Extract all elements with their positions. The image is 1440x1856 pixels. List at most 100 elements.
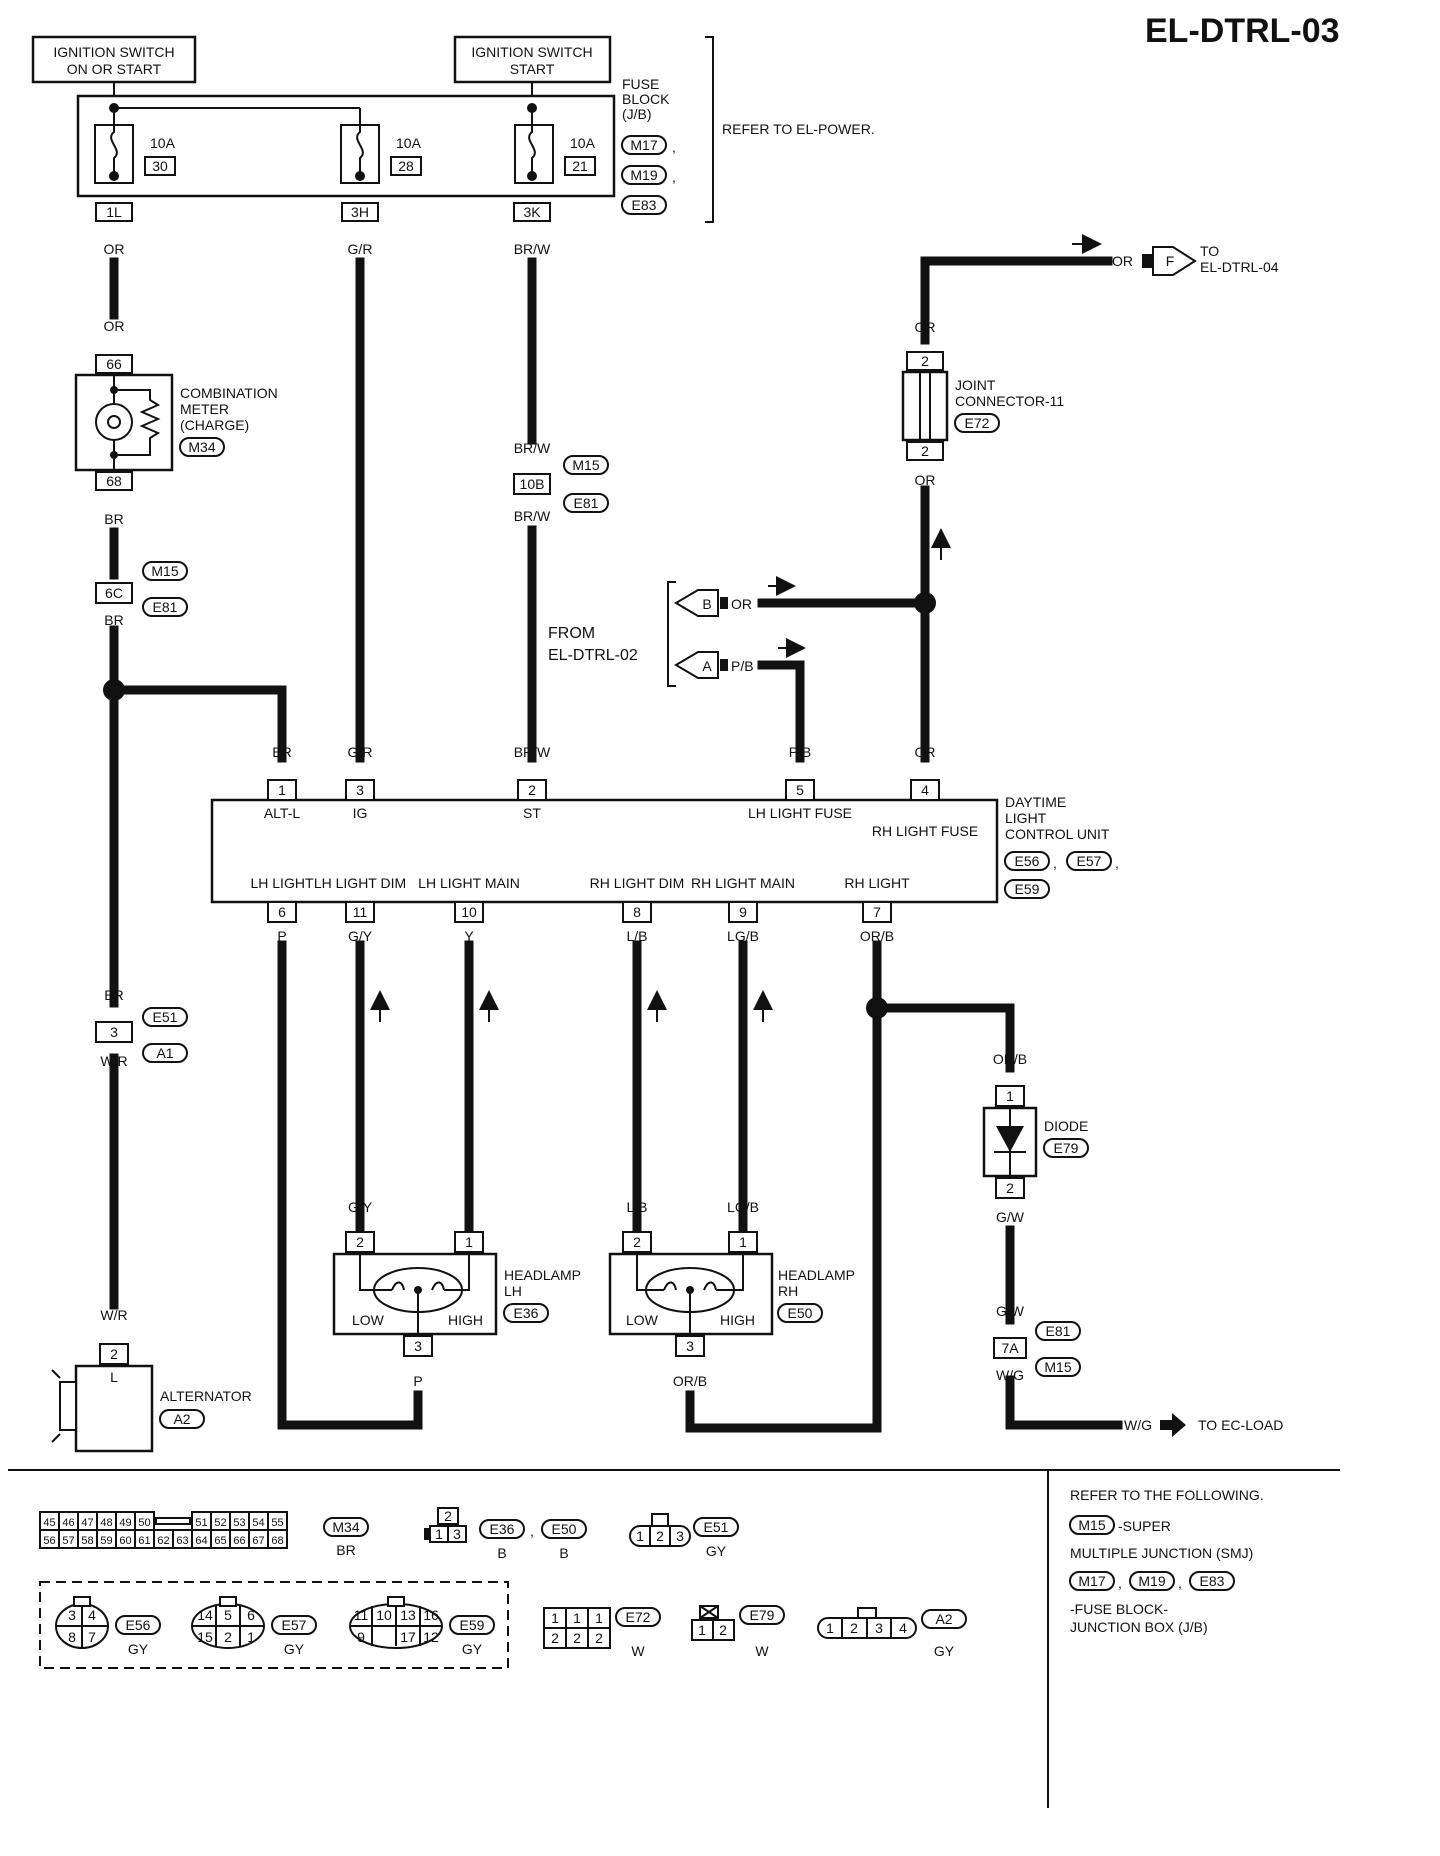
- svg-text:2: 2: [356, 1234, 364, 1250]
- svg-text:E72: E72: [965, 415, 990, 431]
- svg-text:2: 2: [224, 1629, 232, 1645]
- svg-text:B: B: [497, 1545, 506, 1561]
- svg-text:3: 3: [875, 1620, 883, 1636]
- svg-text:2: 2: [444, 1508, 452, 1524]
- refer-el-power: REFER TO EL-POWER.: [722, 121, 875, 137]
- m34-pin: 62: [157, 1535, 169, 1547]
- svg-text:W: W: [755, 1643, 769, 1659]
- svg-text:BR: BR: [104, 987, 123, 1003]
- svg-text:W/G: W/G: [1124, 1417, 1152, 1433]
- svg-text:E56: E56: [1015, 853, 1040, 869]
- ignition-switch-left: IGNITION SWITCH ON OR START: [31, 35, 197, 84]
- svg-text:M15: M15: [1078, 1517, 1105, 1533]
- m34-pin: 68: [271, 1535, 283, 1547]
- svg-text:1: 1: [636, 1528, 644, 1544]
- connector-7A: G/W 7A W/G E81 M15: [993, 1303, 1081, 1383]
- svg-text:IG: IG: [353, 805, 368, 821]
- svg-text:CONTROL UNIT: CONTROL UNIT: [1005, 826, 1110, 842]
- svg-text:RH LIGHT FUSE: RH LIGHT FUSE: [872, 823, 978, 839]
- svg-text:JOINT: JOINT: [955, 377, 996, 393]
- connector-face-e51: 1 2 3 E51 GY: [629, 1513, 739, 1559]
- svg-text:16: 16: [423, 1607, 439, 1623]
- svg-text:M15: M15: [151, 563, 178, 579]
- svg-text:HEADLAMP: HEADLAMP: [778, 1267, 855, 1283]
- svg-text:3: 3: [414, 1338, 422, 1354]
- svg-text:JUNCTION BOX (J/B): JUNCTION BOX (J/B): [1070, 1619, 1208, 1635]
- svg-text:1L: 1L: [106, 204, 122, 220]
- svg-text:,: ,: [1115, 855, 1119, 871]
- svg-text:P/B: P/B: [789, 744, 812, 760]
- dlcu-pin-10: LH LIGHT MAIN 10 Y: [418, 875, 520, 944]
- svg-text:E50: E50: [552, 1521, 577, 1537]
- svg-text:ON OR START: ON OR START: [67, 61, 162, 77]
- m34-pin: 57: [62, 1535, 74, 1547]
- svg-text:2: 2: [110, 1346, 118, 1362]
- m34-pin: 45: [43, 1517, 55, 1529]
- svg-text:W/R: W/R: [100, 1053, 127, 1069]
- svg-text:LG/B: LG/B: [727, 928, 759, 944]
- joint-connector-11: OR 2 2 OR JOINT CONNECTOR-11 E72: [901, 319, 1064, 488]
- svg-text:2: 2: [633, 1234, 641, 1250]
- svg-text:REFER TO THE FOLLOWING.: REFER TO THE FOLLOWING.: [1070, 1487, 1264, 1503]
- svg-text:2: 2: [595, 1630, 603, 1646]
- m34-pin: 67: [252, 1535, 264, 1547]
- connector-m34-label: M34 BR: [323, 1517, 369, 1558]
- to-el-dtrl-04: OR F TO EL-DTRL-04: [1072, 234, 1279, 276]
- svg-text:LH LIGHT FUSE: LH LIGHT FUSE: [748, 805, 852, 821]
- connector-face-e79: 1 2 E79 W: [691, 1605, 785, 1659]
- ignition-switch-right: IGNITION SWITCH START: [453, 35, 612, 84]
- svg-text:,: ,: [1178, 1575, 1182, 1591]
- svg-text:1: 1: [435, 1526, 443, 1542]
- svg-text:E72: E72: [626, 1609, 651, 1625]
- svg-text:HIGH: HIGH: [720, 1312, 755, 1328]
- svg-text:M17: M17: [630, 137, 657, 153]
- svg-text:E83: E83: [1200, 1573, 1225, 1589]
- svg-text:E51: E51: [704, 1519, 729, 1535]
- svg-text:ST: ST: [523, 805, 541, 821]
- svg-text:2: 2: [573, 1630, 581, 1646]
- svg-text:2: 2: [656, 1528, 664, 1544]
- svg-text:DIODE: DIODE: [1044, 1118, 1088, 1134]
- svg-text:BR: BR: [104, 511, 123, 527]
- svg-text:RH LIGHT MAIN: RH LIGHT MAIN: [691, 875, 795, 891]
- dlcu-pin-5: P/B 5 LH LIGHT FUSE: [748, 744, 852, 821]
- svg-text:Y: Y: [464, 928, 474, 944]
- svg-text:G/R: G/R: [348, 744, 373, 760]
- svg-text:3: 3: [356, 782, 364, 798]
- svg-text:28: 28: [398, 158, 414, 174]
- fuse-pin-3K: 3K BR/W: [513, 202, 551, 257]
- svg-text:2: 2: [850, 1620, 858, 1636]
- daytime-light-control-unit: BR 1 ALT-L G/R 3 IG BR/W 2 ST P/B 5 LH L…: [210, 744, 1119, 944]
- svg-text:G/R: G/R: [348, 241, 373, 257]
- headlamp-lh: G/Y Y 2 1 LOW HIGH 3 P HEADLAMP LH E36: [332, 1199, 581, 1389]
- svg-text:5: 5: [796, 782, 804, 798]
- m34-pin: 52: [214, 1517, 226, 1529]
- svg-text:TO: TO: [1200, 243, 1219, 259]
- svg-text:15: 15: [197, 1629, 213, 1645]
- svg-text:,: ,: [672, 169, 676, 185]
- svg-text:COMBINATION: COMBINATION: [180, 385, 278, 401]
- conn-badge-m19: M19: [621, 165, 667, 185]
- dlcu-pin-7: RH LIGHT 7 OR/B: [844, 875, 910, 944]
- svg-text:E36: E36: [490, 1521, 515, 1537]
- svg-text:2: 2: [551, 1630, 559, 1646]
- dlcu-pin-2: BR/W 2 ST: [514, 744, 551, 821]
- svg-text:4: 4: [88, 1607, 96, 1623]
- svg-text:10A: 10A: [150, 135, 176, 151]
- svg-text:LH LIGHT MAIN: LH LIGHT MAIN: [418, 875, 520, 891]
- svg-text:E56: E56: [126, 1617, 151, 1633]
- m34-pin: 66: [233, 1535, 245, 1547]
- m34-pin: 53: [233, 1517, 245, 1529]
- svg-text:BR/W: BR/W: [514, 508, 551, 524]
- svg-text:RH LIGHT DIM: RH LIGHT DIM: [590, 875, 685, 891]
- headlamp-rh: L/B LG/B 2 1 LOW HIGH 3 OR/B HEADLAMP RH…: [608, 1199, 855, 1389]
- svg-text:OR: OR: [104, 318, 125, 334]
- svg-text:RH: RH: [778, 1283, 798, 1299]
- svg-text:BR: BR: [272, 744, 291, 760]
- dlcu-pin-1: BR 1 ALT-L: [264, 744, 301, 821]
- svg-text:OR/B: OR/B: [993, 1051, 1027, 1067]
- dlcu-connector-group: [39, 1581, 509, 1669]
- svg-text:HEADLAMP: HEADLAMP: [504, 1267, 581, 1283]
- dlcu-pin-11: LH LIGHT DIM 11 G/Y: [314, 875, 406, 944]
